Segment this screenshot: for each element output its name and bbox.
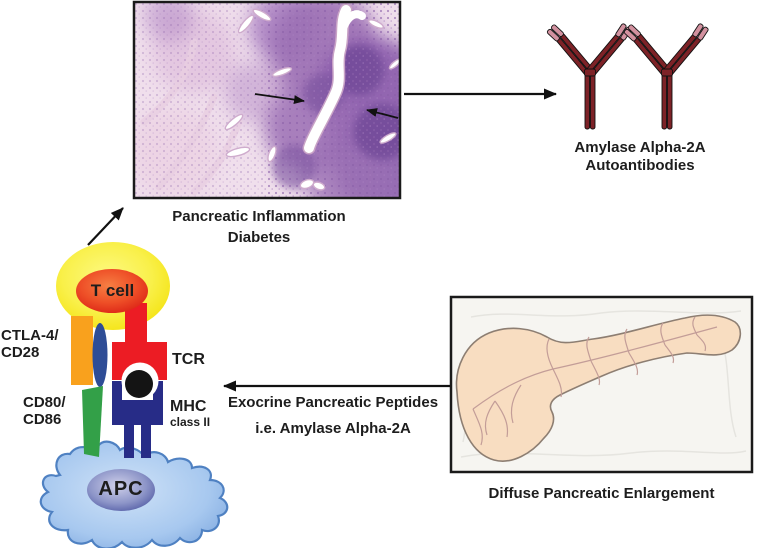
tcell-body — [76, 269, 148, 313]
histology-arrow-left — [254, 93, 305, 105]
tcr-stalk — [125, 303, 147, 345]
ctla4-receptor — [92, 323, 108, 387]
histology-caption-line2: Diabetes — [227, 229, 291, 246]
mhc-molecule — [112, 381, 163, 458]
arrow-tcell-to-histology — [87, 207, 124, 246]
histology-duct — [302, 3, 366, 155]
mhc-label: MHC — [170, 398, 207, 415]
autoantibody-caption: Amylase Alpha-2A Autoantibodies — [540, 139, 740, 175]
histology-small-ducts — [224, 8, 400, 191]
histology-caption: Pancreatic Inflammation Diabetes — [137, 206, 381, 248]
ctla4-cd28-label: CTLA-4/ CD28 — [1, 327, 59, 361]
histology-arrow-right — [366, 108, 399, 119]
cd80-label-line2: CD86 — [23, 411, 62, 428]
ctla4-bar — [71, 316, 93, 385]
peptide-arrow-label-line2: i.e. Amylase Alpha-2A — [255, 420, 411, 437]
apc-nucleus — [87, 469, 155, 511]
ctla4-label-line2: CD28 — [1, 344, 40, 361]
immune-synapse-diagram — [39, 242, 229, 548]
autoantibody-caption-line1: Amylase Alpha-2A — [574, 139, 706, 156]
autoantibody-caption-line2: Autoantibodies — [585, 157, 695, 174]
histology-caption-line1: Pancreatic Inflammation — [172, 208, 346, 225]
cd80-cd86-label: CD80/ CD86 — [23, 394, 66, 428]
ctla4-label-line1: CTLA-4/ — [1, 327, 59, 344]
histology-image — [132, 0, 402, 200]
antibody-icon — [546, 22, 634, 129]
cd80-label-line1: CD80/ — [23, 394, 66, 411]
pancreas-ducts — [472, 316, 718, 446]
apc-label: APC — [98, 478, 144, 500]
cd80-bar — [82, 386, 103, 457]
pancreas-image — [449, 295, 754, 474]
tcr-label: TCR — [172, 351, 205, 368]
antigen-peptide — [125, 370, 153, 398]
pancreas-caption: Diffuse Pancreatic Enlargement — [488, 485, 715, 502]
mhc-class-label: class II — [170, 415, 211, 429]
antibody-icon — [623, 22, 711, 129]
histology-border — [132, 0, 402, 200]
peptide-arrow-label-line1: Exocrine Pancreatic Peptides — [227, 394, 439, 411]
tcell-label: T cell — [90, 281, 135, 300]
